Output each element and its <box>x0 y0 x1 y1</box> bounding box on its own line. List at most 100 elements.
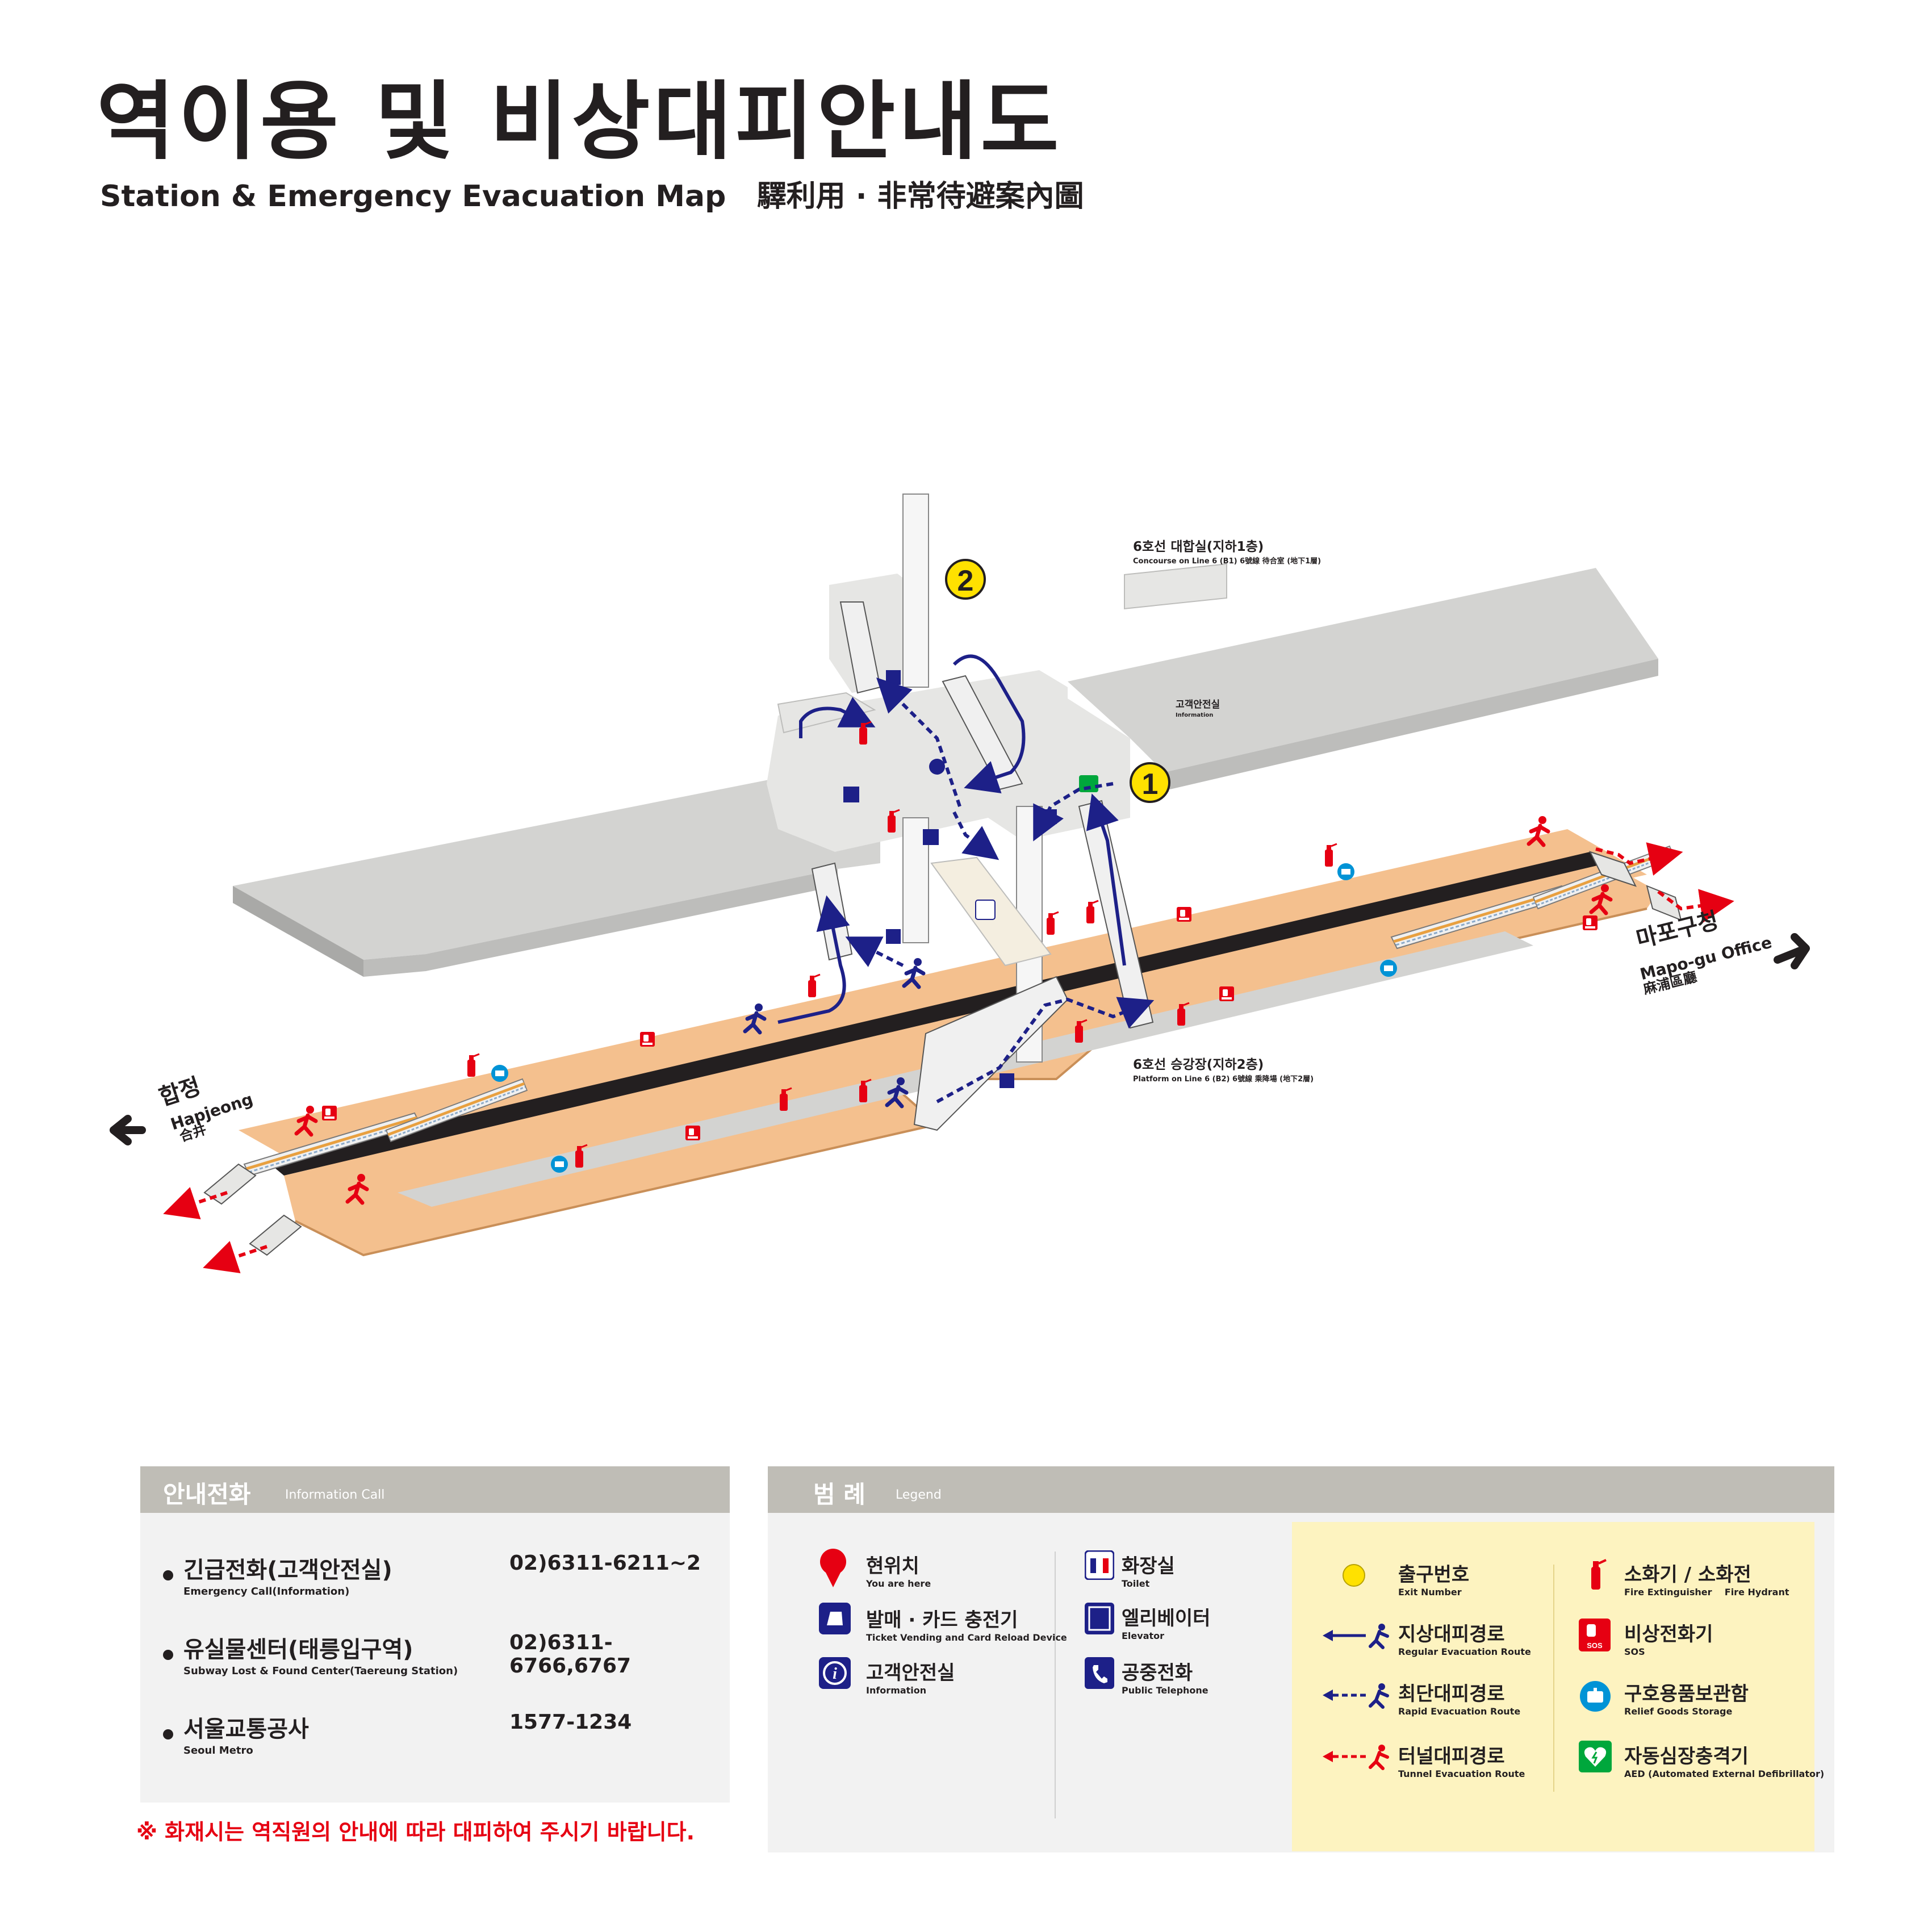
toilet-icon <box>975 900 996 920</box>
legend-label: 현위치 <box>866 1555 919 1578</box>
legend-label-en: Fire Extinguisher Fire Hydrant <box>1624 1587 1789 1598</box>
call-number[interactable]: 1577-1234 <box>509 1711 632 1734</box>
legend-label: 지상대피경로 <box>1398 1623 1505 1646</box>
relief-goods-icon <box>1380 960 1397 977</box>
exit-number: 1 <box>1142 768 1159 801</box>
legend-label-en: AED (Automated External Defibrillator) <box>1624 1768 1825 1779</box>
relief-goods-icon <box>491 1065 508 1082</box>
call-name: 서울교통공사 <box>183 1716 309 1742</box>
exit-1-marker: 1 <box>1130 762 1170 803</box>
call-name-en: Subway Lost & Found Center(Taereung Stat… <box>183 1665 458 1677</box>
page-title: 역이용 및 비상대피안내도 <box>97 73 1063 172</box>
call-row: 긴급전화(고객안전실) Emergency Call(Information) <box>163 1552 392 1598</box>
you-are-here-pin-icon <box>820 1549 846 1587</box>
legend-label-en: Regular Evacuation Route <box>1398 1646 1531 1657</box>
concourse-label-en: Concourse on Line 6 (B1) 6號線 待合室 (地下1層) <box>1133 557 1322 566</box>
exit-number-icon <box>1343 1564 1365 1587</box>
sos-phone-icon <box>1583 915 1598 930</box>
elevator-icon <box>1085 1603 1114 1634</box>
elevator-icon <box>886 929 901 944</box>
ticket-machine-icon <box>843 787 859 802</box>
legend-label-en: Public Telephone <box>1122 1685 1208 1696</box>
information-icon: i <box>819 1657 851 1689</box>
legend-label: 최단대피경로 <box>1398 1683 1505 1705</box>
stairs <box>203 851 1682 1256</box>
legend-label: 출구번호 <box>1398 1563 1470 1586</box>
sos-phone-icon <box>1219 986 1234 1001</box>
fire-extinguisher-icon <box>1324 843 1338 868</box>
fire-extinguisher-icon <box>807 973 821 998</box>
info-call-panel: 안내전화 Information Call 긴급전화(고객안전실) Emerge… <box>140 1466 730 1803</box>
info-office-label-en: Information <box>1176 712 1214 718</box>
legend-label: 고객안전실 <box>866 1662 955 1684</box>
legend-title: 범 례 <box>813 1481 865 1508</box>
info-call-title: 안내전화 <box>163 1481 251 1508</box>
sos-phone-icon <box>685 1126 700 1140</box>
subtitle-en: Station & Emergency Evacuation Map <box>100 179 726 214</box>
info-office-label: 고객안전실 <box>1176 699 1220 710</box>
platform-label-en: Platform on Line 6 (B2) 6號線 乘降場 (地下2層) <box>1133 1075 1314 1084</box>
relief-goods-icon <box>1337 863 1354 880</box>
toilet-icon <box>1085 1550 1114 1580</box>
arrow-right-icon <box>1774 933 1810 969</box>
call-number[interactable]: 02)6311-6766,6767 <box>509 1631 632 1678</box>
sos-phone-icon <box>322 1106 337 1120</box>
elevator-shaft <box>902 494 929 688</box>
legend-label: 발매 · 카드 충전기 <box>866 1609 1018 1632</box>
station-map: 1 2 <box>110 494 1810 1274</box>
legend-label: 자동심장충격기 <box>1624 1745 1749 1768</box>
legend-divider <box>1055 1552 1056 1818</box>
information-office <box>1124 563 1227 609</box>
info-call-title-en: Information Call <box>285 1488 385 1502</box>
public-telephone-icon <box>923 829 939 845</box>
call-name-en: Emergency Call(Information) <box>183 1586 350 1598</box>
fire-extinguisher-icon <box>466 1053 480 1078</box>
sos-phone-icon: SOS <box>1579 1619 1611 1651</box>
information-icon <box>929 759 945 775</box>
legend-label-en: Rapid Evacuation Route <box>1398 1706 1521 1717</box>
bullet-icon <box>163 1570 173 1580</box>
sos-phone-icon <box>1177 907 1191 922</box>
call-row: 유실물센터(태릉입구역) Subway Lost & Found Center(… <box>163 1631 458 1677</box>
svg-text:SOS: SOS <box>1587 1641 1603 1650</box>
regular-evacuation-icon <box>1323 1624 1389 1649</box>
fire-notice: ※ 화재시는 역직원의 안내에 따라 대피하여 주시기 바랍니다. <box>136 1820 695 1845</box>
ticket-machine-icon <box>819 1603 851 1634</box>
call-name-en: Seoul Metro <box>183 1745 253 1757</box>
legend-label-en: Information <box>866 1685 927 1696</box>
legend-label-en: Relief Goods Storage <box>1624 1706 1733 1717</box>
legend-label-en: Exit Number <box>1398 1587 1462 1598</box>
fire-extinguisher-label: Fire Extinguisher <box>1624 1587 1712 1598</box>
legend-label: 공중전화 <box>1122 1662 1193 1684</box>
legend-label-en: Ticket Vending and Card Reload Device <box>866 1632 1067 1643</box>
legend-label: 구호용품보관함 <box>1624 1683 1749 1705</box>
fire-extinguisher-icon <box>1591 1559 1607 1590</box>
elevator-icon <box>1000 1073 1014 1088</box>
legend-title-en: Legend <box>896 1488 942 1502</box>
public-telephone-icon <box>1085 1657 1114 1689</box>
platform-label: 6호선 승강장(지하2층) <box>1133 1057 1264 1072</box>
call-name: 유실물센터(태릉입구역) <box>183 1637 413 1663</box>
legend-label: 비상전화기 <box>1624 1623 1713 1646</box>
subtitle-hanja: 驛利用 · 非常待避案內圖 <box>756 179 1084 214</box>
relief-goods-icon <box>551 1156 568 1173</box>
legend-label: 엘리베이터 <box>1122 1607 1211 1630</box>
call-number[interactable]: 02)6311-6211~2 <box>509 1552 701 1575</box>
svg-text:i: i <box>833 1665 837 1683</box>
legend-label-en: You are here <box>866 1578 931 1589</box>
legend-label: 화장실 <box>1122 1555 1175 1578</box>
bullet-icon <box>163 1729 173 1739</box>
exit-number: 2 <box>957 564 974 597</box>
call-name: 긴급전화(고객안전실) <box>183 1557 392 1583</box>
